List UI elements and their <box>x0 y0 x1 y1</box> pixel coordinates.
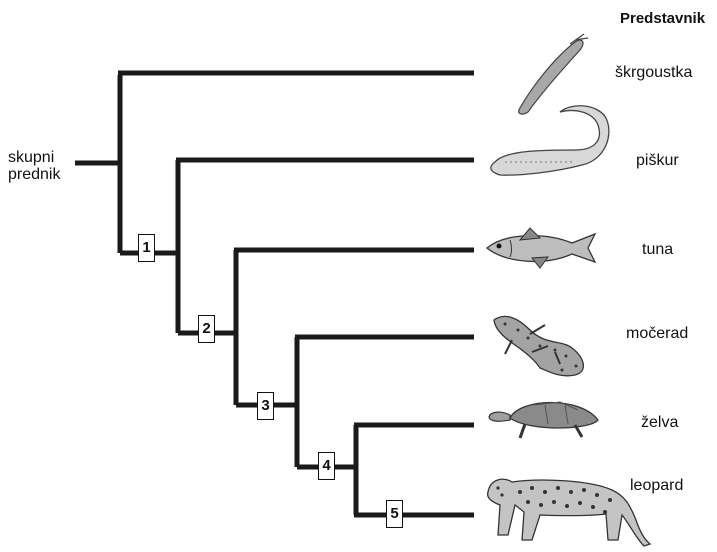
taxon-label-tuna: tuna <box>642 241 673 259</box>
taxon-label-salamander: močerad <box>626 325 688 343</box>
column-header: Predstavnik <box>620 10 705 27</box>
lamprey-icon <box>491 106 609 175</box>
taxon-label-leopard: leopard <box>630 477 683 495</box>
taxon-label-lamprey: piškur <box>636 152 679 170</box>
node-marker-4: 4 <box>318 452 335 480</box>
root-label-line2: prednik <box>8 166 60 183</box>
branch-turtle <box>354 425 474 515</box>
node-marker-2: 2 <box>198 315 215 343</box>
hagfish-icon <box>519 34 588 114</box>
branch-hagfish <box>118 73 474 253</box>
salamander-icon <box>494 316 583 375</box>
turtle-icon <box>489 402 598 438</box>
tuna-icon <box>487 228 595 268</box>
root-label: skupni prednik <box>8 149 60 183</box>
root-label-line1: skupni <box>8 149 60 166</box>
branch-tuna <box>234 250 474 405</box>
node-marker-3: 3 <box>257 392 274 420</box>
node-marker-5: 5 <box>386 500 403 528</box>
taxon-label-turtle: želva <box>641 414 678 432</box>
node-marker-1: 1 <box>138 234 155 262</box>
taxon-label-hagfish: škrgoustka <box>615 64 692 82</box>
branch-salamander <box>295 337 474 467</box>
branch-lamprey <box>176 160 474 333</box>
leopard-icon <box>488 479 650 546</box>
